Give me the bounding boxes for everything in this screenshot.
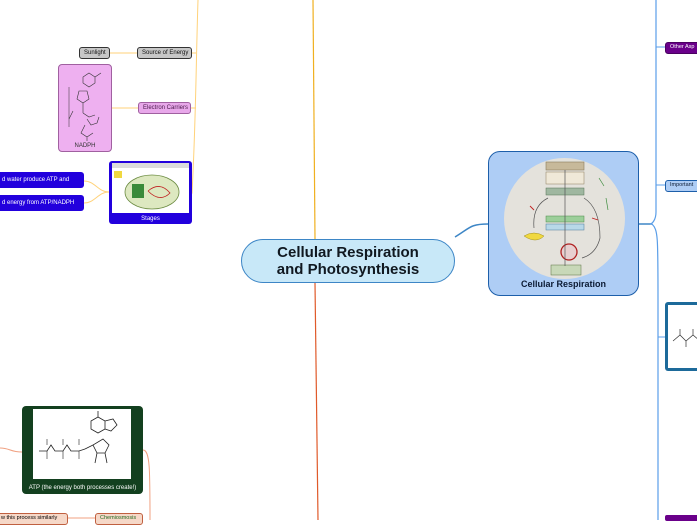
central-topic-line1: Cellular Respiration xyxy=(277,244,419,261)
cellular-respiration-label: Cellular Respiration xyxy=(520,279,607,289)
atp-image-node[interactable]: ATP (the energy both processes create!) xyxy=(22,406,143,494)
electron-carriers-topic[interactable]: Electron Carriers xyxy=(138,102,191,114)
nadph-image-node[interactable]: NADPH xyxy=(58,64,112,152)
chemiosmosis-topic[interactable]: Chemiosmosis xyxy=(95,513,143,525)
other-aspects-label: Other Asp xyxy=(670,44,695,50)
source-of-energy-topic[interactable]: Source of Energy xyxy=(137,47,192,59)
stages-caption: Stages xyxy=(141,216,160,222)
important-label: Important xyxy=(670,182,694,188)
stage-2-label: d energy from ATP/NADPH xyxy=(2,200,75,206)
other-aspects-topic[interactable]: Other Asp xyxy=(665,42,697,54)
stage-1-topic[interactable]: d water produce ATP and xyxy=(0,172,84,188)
important-topic[interactable]: Important xyxy=(665,180,697,192)
atp-caption: ATP (the energy both processes create!) xyxy=(28,485,137,491)
cellular-respiration-node[interactable]: Cellular Respiration xyxy=(488,151,639,296)
stages-image-node[interactable]: Stages xyxy=(109,161,192,224)
nadph-caption: NADPH xyxy=(74,143,96,149)
sunlight-label: Sunlight xyxy=(84,50,106,56)
chemiosmosis-label: Chemiosmosis xyxy=(100,515,137,521)
atp-structure-icon xyxy=(33,409,131,479)
right-molecule-image-node[interactable] xyxy=(665,302,697,371)
similar-process-label: w this process similarly xyxy=(1,515,58,521)
source-of-energy-label: Source of Energy xyxy=(142,50,189,56)
cellular-respiration-diagram-image xyxy=(504,158,625,279)
stage-1-label: d water produce ATP and xyxy=(2,177,70,183)
right-bottom-node-edge xyxy=(665,515,697,521)
sunlight-topic[interactable]: Sunlight xyxy=(79,47,110,59)
stage-2-topic[interactable]: d energy from ATP/NADPH xyxy=(0,195,84,211)
molecule-structure-icon xyxy=(668,305,697,368)
nadph-structure-icon xyxy=(68,72,102,141)
electron-carriers-label: Electron Carriers xyxy=(143,105,189,111)
central-topic[interactable]: Cellular Respiration and Photosynthesis xyxy=(241,239,455,283)
similar-process-topic[interactable]: w this process similarly xyxy=(0,513,68,525)
central-topic-line2: and Photosynthesis xyxy=(276,261,420,278)
chloroplast-diagram-icon xyxy=(112,163,189,213)
